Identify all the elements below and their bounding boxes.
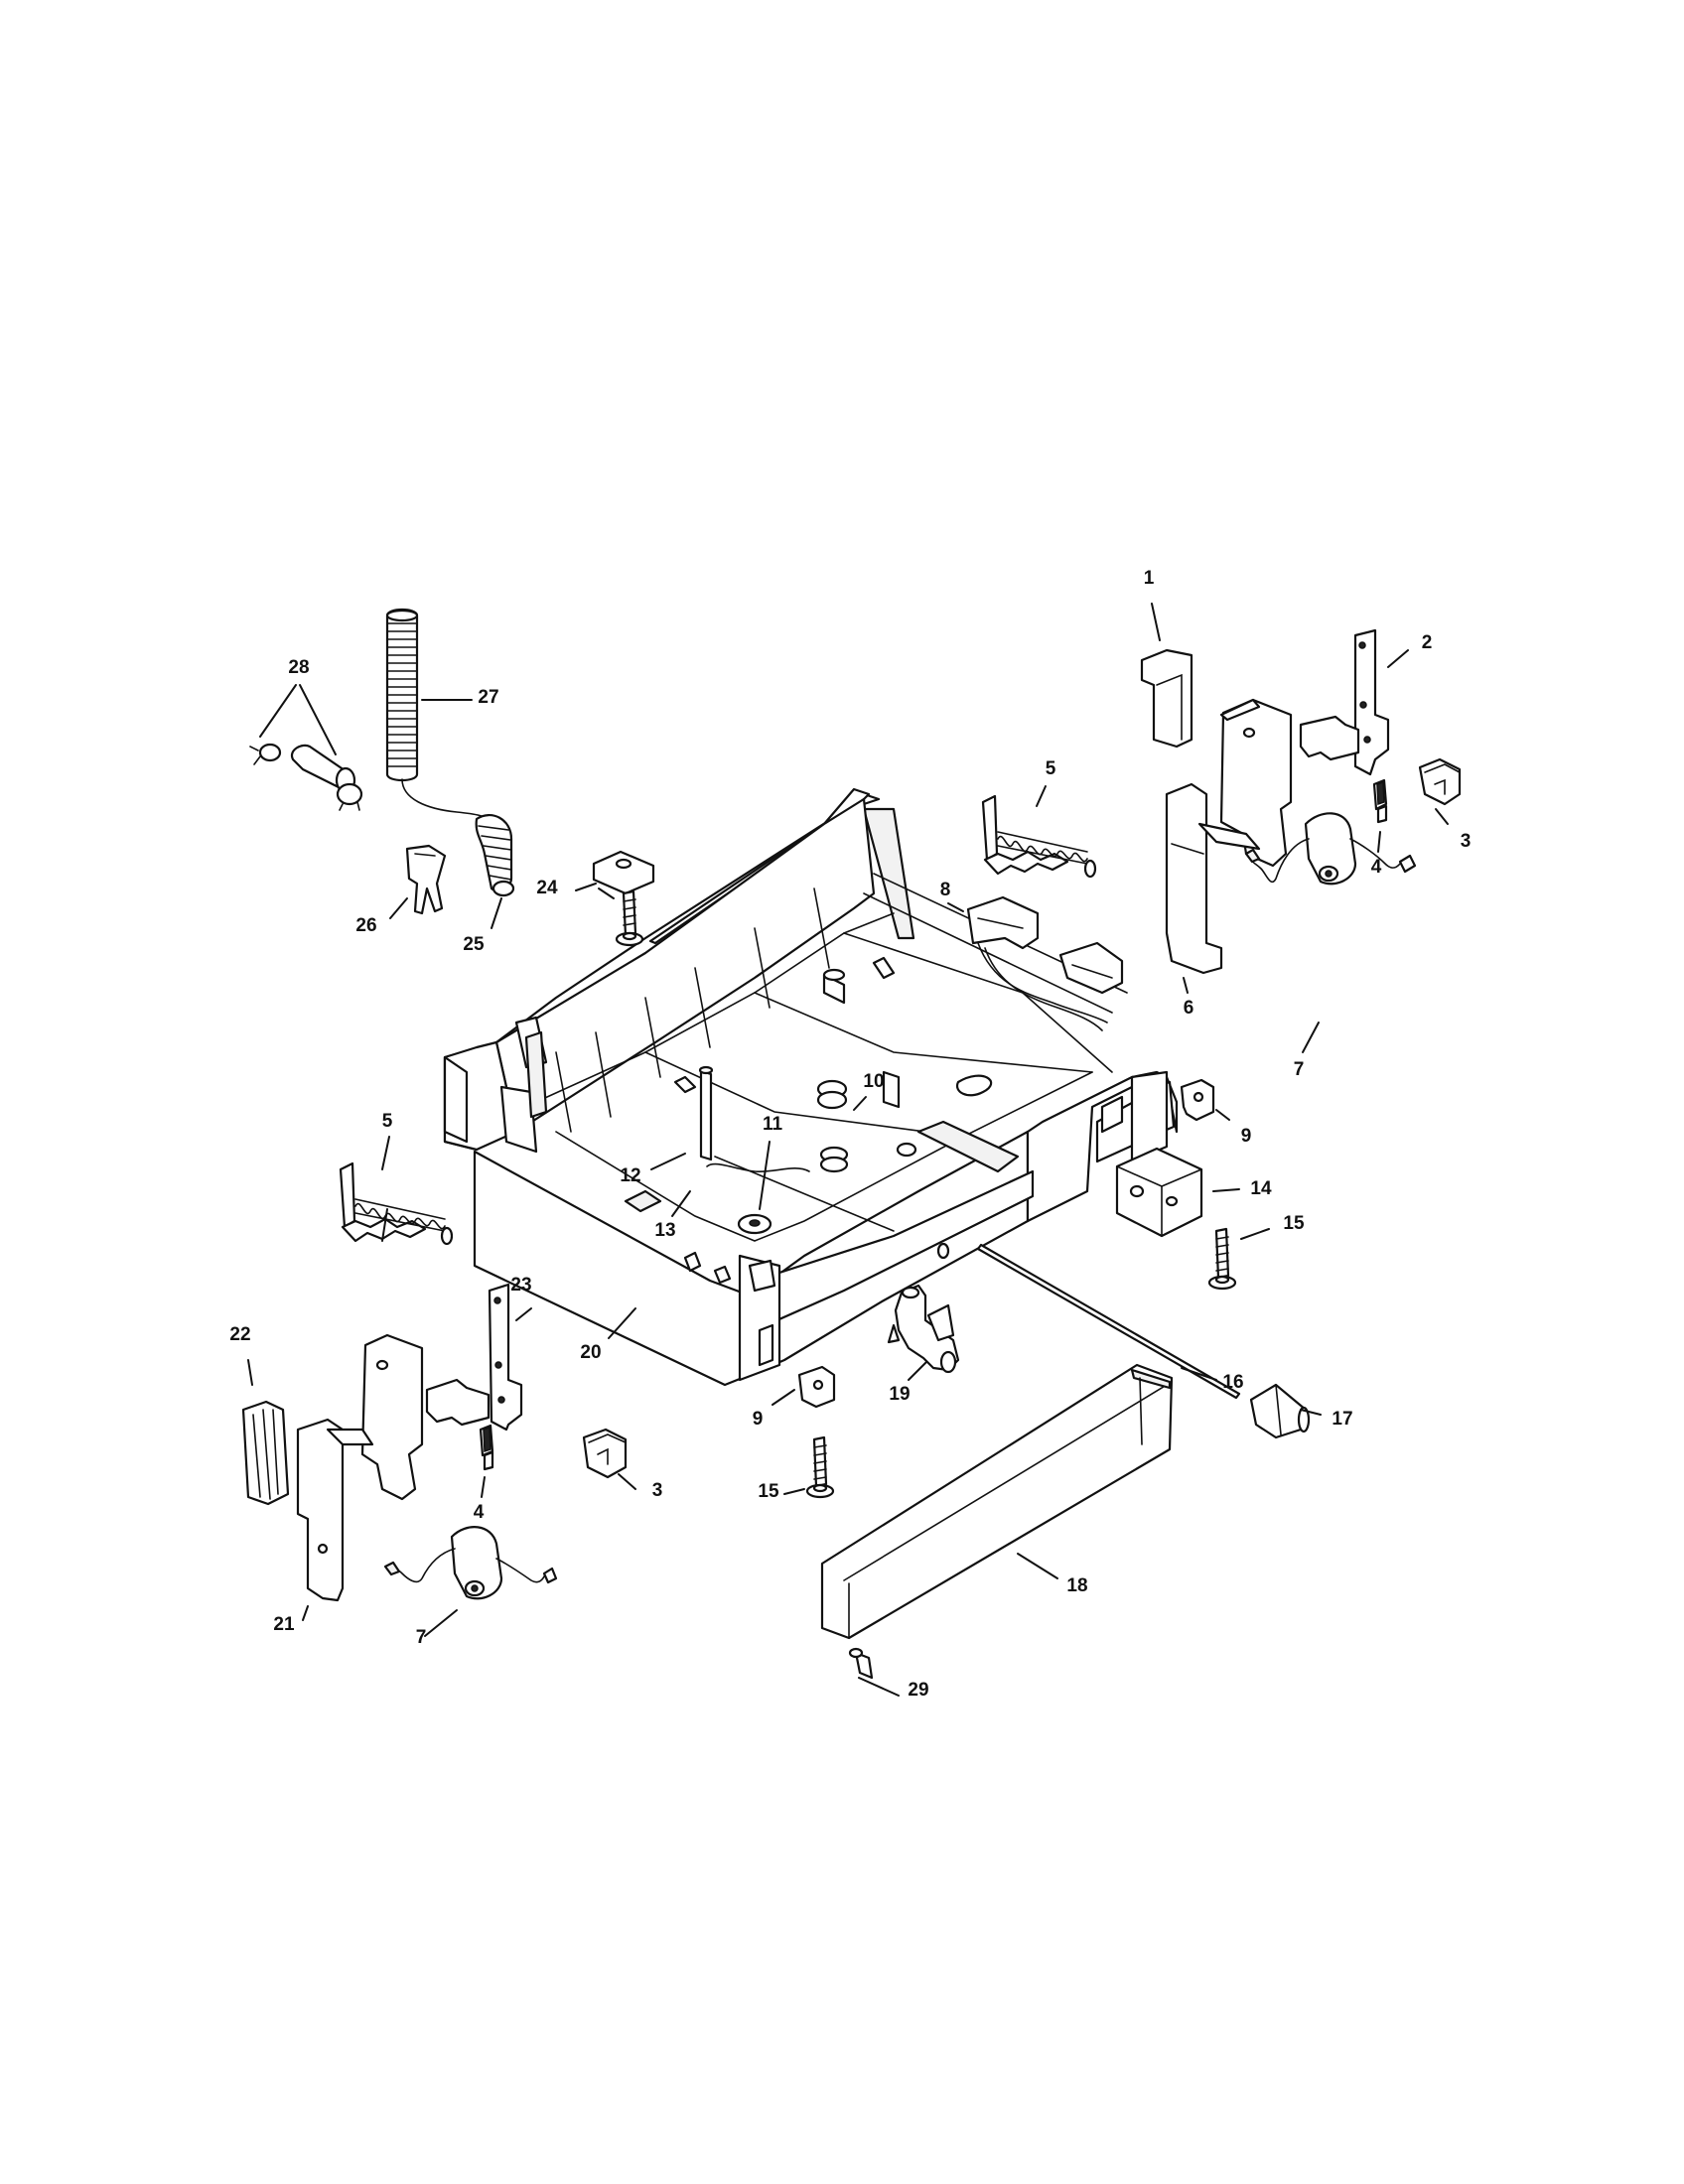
callout-20: 20	[580, 1342, 601, 1363]
base-tub-part	[443, 787, 1179, 1387]
callout-8: 8	[940, 880, 951, 900]
callout-4-left: 4	[474, 1502, 485, 1523]
callout-4: 4	[1371, 857, 1382, 878]
part-9-clip-right	[1180, 1078, 1215, 1122]
part-5-door-spring-left	[339, 1161, 454, 1246]
part-5-door-spring-right	[981, 794, 1097, 879]
leader-lines-left	[381, 1136, 390, 1170]
callout-15-left: 15	[758, 1481, 779, 1502]
part-24-leveling-leg	[615, 889, 644, 947]
part-19-water-valve	[887, 1284, 960, 1374]
callout-23: 23	[510, 1275, 531, 1296]
callout-27: 27	[478, 687, 498, 708]
part-7-hinge-spring-right	[1244, 812, 1417, 886]
callout-11: 11	[763, 1114, 783, 1135]
part-8-wiring-connectors	[966, 895, 1124, 1031]
callout-5: 5	[1046, 758, 1056, 779]
part-25-hose-elbow	[475, 813, 515, 897]
part-3-cap-right	[1418, 757, 1462, 806]
callout-9: 9	[1241, 1126, 1252, 1147]
callout-10: 10	[863, 1071, 884, 1092]
callout-6: 6	[1184, 998, 1194, 1019]
callout-5-left: 5	[382, 1111, 393, 1132]
part-4-spring-clip-left	[479, 1424, 494, 1471]
part-23-hinge-bracket-left	[425, 1283, 523, 1432]
spring-coil-left	[354, 1198, 446, 1232]
leader-lines	[247, 603, 1449, 1697]
callout-3-left: 3	[652, 1480, 663, 1501]
callout-28: 28	[288, 657, 309, 678]
callout-7: 7	[1294, 1059, 1305, 1080]
callout-2: 2	[1422, 632, 1433, 653]
callout-1: 1	[1144, 568, 1155, 589]
spring-coil-right	[997, 831, 1088, 865]
part-26-hose-clip	[405, 844, 447, 915]
callout-26: 26	[355, 915, 376, 936]
callout-labels: 1 2 3 4 5 6 7 8 9 10 11 12 13 14 15 16 1…	[229, 568, 1471, 1701]
part-24-leg-cap	[592, 850, 655, 895]
part-1-clip	[1140, 648, 1193, 749]
part-4-spring-clip-right	[1372, 778, 1388, 824]
callout-12: 12	[620, 1165, 640, 1186]
part-2-hinge-bracket	[1299, 628, 1390, 776]
part-17-knob	[1249, 1383, 1311, 1439]
callout-22: 22	[229, 1324, 250, 1345]
callout-15: 15	[1283, 1213, 1305, 1234]
part-15-leveling-leg-left	[805, 1435, 835, 1499]
part-14-box-bracket	[1115, 1147, 1203, 1238]
part-29-screw	[848, 1647, 874, 1680]
part-7-hinge-spring-left	[383, 1526, 558, 1600]
part-6-bracket	[1165, 698, 1293, 975]
callout-13: 13	[654, 1220, 675, 1241]
callout-17: 17	[1332, 1409, 1352, 1430]
part-3-cap-left	[582, 1428, 628, 1479]
callout-7-left: 7	[416, 1627, 427, 1648]
part-16-rod	[976, 1243, 1241, 1400]
part-18-toe-kick-panel	[820, 1363, 1174, 1640]
part-15-leveling-leg-right	[1207, 1227, 1237, 1291]
callout-25: 25	[463, 934, 485, 955]
part-27-drain-hose	[385, 608, 492, 823]
part-9-clip-bottom	[797, 1365, 836, 1409]
callout-3: 3	[1461, 831, 1472, 852]
callout-21: 21	[273, 1614, 295, 1635]
part-22-clip-left	[241, 1400, 290, 1506]
callout-19: 19	[889, 1384, 910, 1405]
part-28-hose-clamps	[249, 743, 363, 811]
callout-16: 16	[1222, 1372, 1243, 1393]
callout-29: 29	[908, 1680, 928, 1701]
part-21-bracket-left	[296, 1333, 424, 1602]
callout-18: 18	[1066, 1575, 1087, 1596]
callout-24: 24	[536, 878, 558, 898]
callout-9-left: 9	[753, 1409, 764, 1430]
callout-14: 14	[1250, 1178, 1272, 1199]
